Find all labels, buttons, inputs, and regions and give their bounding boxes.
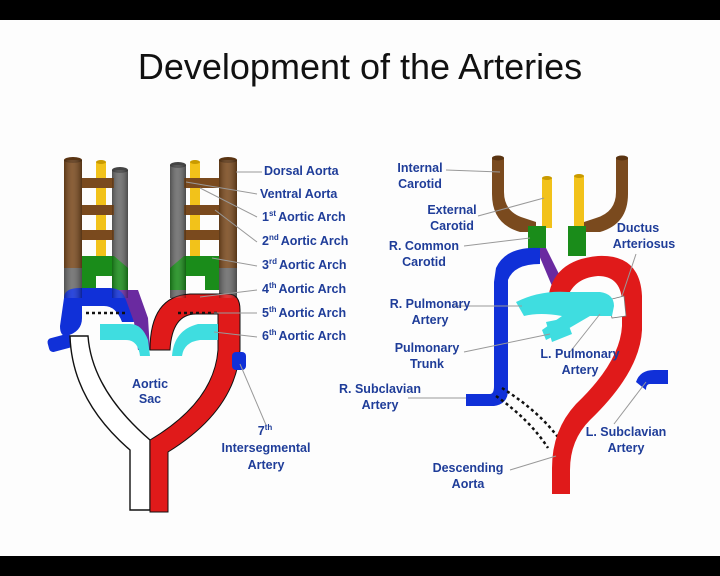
brachiocephalic-purple xyxy=(536,248,562,286)
label-pulmonary-trunk-2: Trunk xyxy=(410,357,444,371)
sixth-arch-cyan-right xyxy=(172,324,218,356)
label-dorsal-aorta: Dorsal Aorta xyxy=(264,164,340,178)
label-r-common-carotid-1: R. Common xyxy=(389,239,459,253)
label-descending-aorta-2: Aorta xyxy=(452,477,486,491)
slide-title: Development of the Arteries xyxy=(137,46,583,87)
left-arch-2b xyxy=(80,230,114,240)
embryonic-arches-diagram xyxy=(47,157,246,513)
left-leader-lines xyxy=(185,171,267,426)
right-arch-2b xyxy=(184,230,221,240)
right-arch-2 xyxy=(184,205,221,215)
label-internal-carotid-2: Carotid xyxy=(398,177,442,191)
left-arch-2 xyxy=(80,205,114,215)
label-aortic-sac-1: Aortic xyxy=(132,377,168,391)
label-r-common-carotid-2: Carotid xyxy=(402,255,446,269)
internal-carotid-brown xyxy=(492,158,536,232)
label-ductus-2: Arteriosus xyxy=(613,237,676,251)
l-subclavian-blue xyxy=(636,370,668,390)
label-ductus-1: Ductus xyxy=(617,221,659,235)
external-carotid-right xyxy=(574,176,584,228)
label-r-pulmonary-1: R. Pulmonary xyxy=(390,297,471,311)
aortic-arch-red xyxy=(548,255,642,494)
label-intersegmental-1: 7th xyxy=(258,423,273,438)
right-dorsal-aorta-regressed-2 xyxy=(501,386,562,441)
label-pulmonary-trunk-1: Pulmonary xyxy=(395,341,460,355)
left-arch-1 xyxy=(80,178,114,188)
r-common-carotid xyxy=(528,226,546,252)
label-external-carotid-2: Carotid xyxy=(430,219,474,233)
label-r-subclavian-1: R. Subclavian xyxy=(339,382,421,396)
external-carotid-left xyxy=(542,178,552,228)
label-internal-carotid-1: Internal xyxy=(397,161,442,175)
label-l-pulmonary-2: Artery xyxy=(562,363,599,377)
l-common-carotid xyxy=(568,226,586,256)
label-descending-aorta-1: Descending xyxy=(433,461,504,475)
right-labels: Internal Carotid External Carotid R. Com… xyxy=(339,161,675,491)
label-intersegmental-3: Artery xyxy=(248,458,285,472)
pulmonary-trunk-cyan xyxy=(546,318,572,342)
right-fourth-arch-blue xyxy=(60,288,134,336)
adult-arteries-diagram xyxy=(466,155,668,494)
right-arch-1 xyxy=(184,178,221,188)
internal-carotid-brown-right xyxy=(584,158,628,232)
label-r-subclavian-2: Artery xyxy=(362,398,399,412)
label-aortic-sac-2: Sac xyxy=(139,392,161,406)
label-ventral-aorta: Ventral Aorta xyxy=(260,187,338,201)
seventh-intersegmental-left xyxy=(232,352,246,370)
label-r-pulmonary-2: Artery xyxy=(412,313,449,327)
right-dorsal-aorta-regressed xyxy=(495,394,550,449)
r-subclavian-blue xyxy=(466,247,540,406)
label-intersegmental-2: Intersegmental xyxy=(222,441,311,455)
label-l-pulmonary-1: L. Pulmonary xyxy=(540,347,619,361)
right-leader-lines xyxy=(408,169,647,471)
left-white-descent xyxy=(69,335,151,511)
label-l-subclavian-2: Artery xyxy=(608,441,645,455)
label-l-subclavian-1: L. Subclavian xyxy=(586,425,667,439)
label-external-carotid-1: External xyxy=(427,203,476,217)
right-subclavian-left-diagram xyxy=(47,334,73,352)
pulmonary-cyan xyxy=(516,291,614,340)
sixth-arch-cyan xyxy=(100,324,150,356)
